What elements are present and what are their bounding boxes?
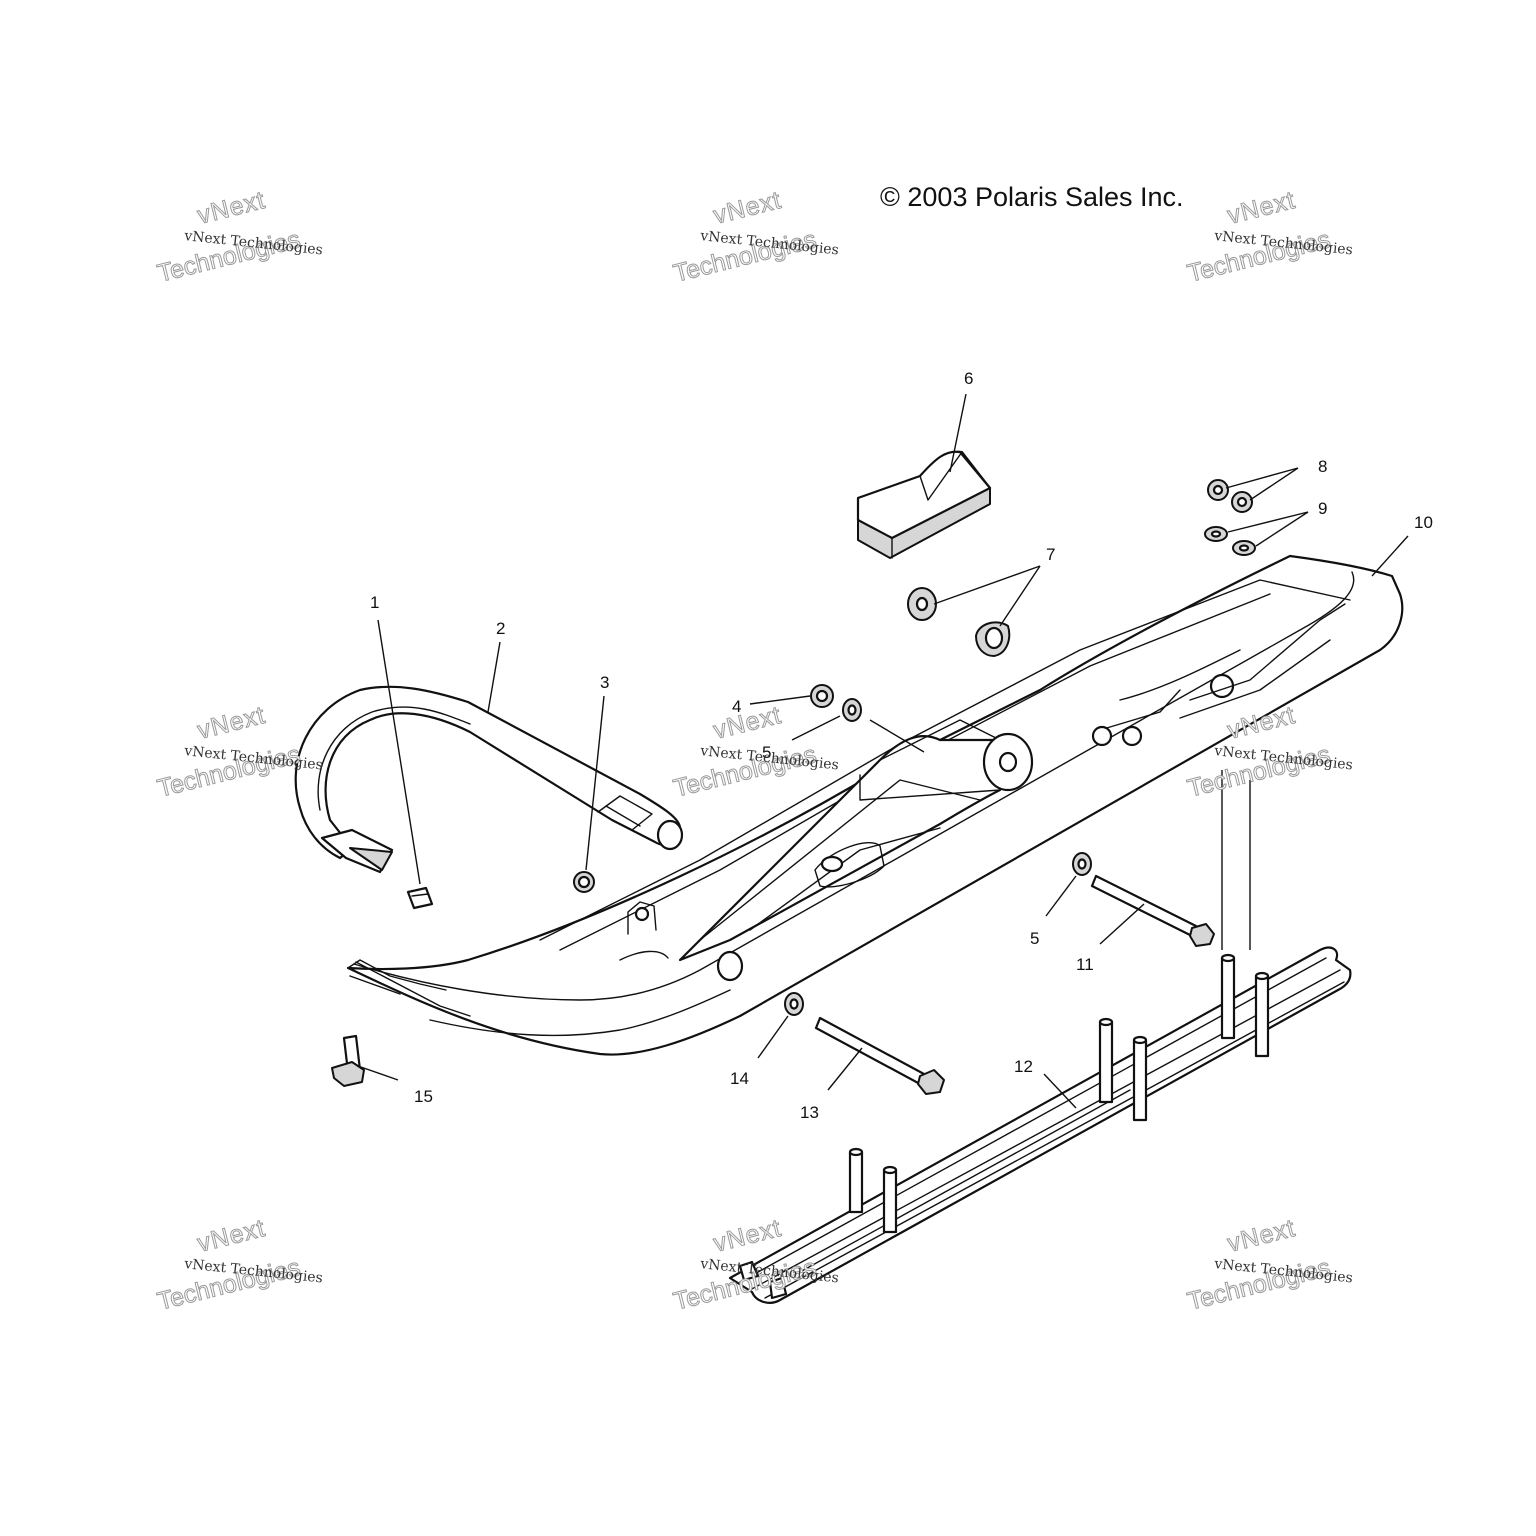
ski-wear-bar bbox=[728, 770, 1352, 1304]
front-bolt bbox=[814, 1016, 945, 1095]
flange-bolt bbox=[331, 1034, 365, 1087]
svg-text:vNext: vNext bbox=[711, 186, 785, 230]
ski-loop-nut bbox=[573, 871, 595, 893]
svg-text:vNext: vNext bbox=[1225, 186, 1299, 230]
spindle-bolt bbox=[1090, 874, 1215, 947]
svg-text:vNext: vNext bbox=[711, 1214, 785, 1258]
svg-text:vNext: vNext bbox=[1225, 1214, 1299, 1258]
callout-15: 15 bbox=[414, 1087, 433, 1106]
callout-14: 14 bbox=[730, 1069, 749, 1088]
ski-loop-clip bbox=[406, 886, 434, 910]
callout-6: 6 bbox=[964, 369, 973, 388]
copyright-text: © 2003 Polaris Sales Inc. bbox=[880, 182, 1184, 212]
svg-text:vNext: vNext bbox=[711, 701, 785, 745]
rear-washers bbox=[1204, 526, 1256, 556]
callout-5-upper: 5 bbox=[762, 743, 771, 762]
leader-lines bbox=[357, 393, 1409, 1109]
callout-5-lower: 5 bbox=[1030, 929, 1039, 948]
callout-12: 12 bbox=[1014, 1057, 1033, 1076]
ski-loop-handle bbox=[294, 685, 684, 874]
spindle-nut bbox=[810, 684, 834, 708]
spindle-washer-upper bbox=[842, 698, 862, 722]
front-washer bbox=[784, 992, 804, 1016]
callout-13: 13 bbox=[800, 1103, 819, 1122]
callout-11: 11 bbox=[1076, 955, 1094, 974]
callout-4: 4 bbox=[732, 697, 741, 716]
spindle-washer-lower bbox=[1072, 852, 1092, 876]
callout-numbers: 1 2 3 4 5 5 6 7 8 9 10 11 12 13 14 15 bbox=[370, 369, 1433, 1122]
spindle-bushings bbox=[907, 587, 1011, 657]
saddle-bumper bbox=[856, 450, 992, 559]
callout-7: 7 bbox=[1046, 545, 1055, 564]
callout-3: 3 bbox=[600, 673, 609, 692]
callout-2: 2 bbox=[496, 619, 505, 638]
callout-1: 1 bbox=[370, 593, 379, 612]
ski-body bbox=[346, 554, 1404, 1056]
rear-nuts bbox=[1207, 479, 1253, 513]
callout-10: 10 bbox=[1414, 513, 1433, 532]
svg-text:vNext: vNext bbox=[195, 1214, 269, 1258]
callout-8: 8 bbox=[1318, 457, 1327, 476]
callout-9: 9 bbox=[1318, 499, 1327, 518]
svg-text:vNext: vNext bbox=[195, 701, 269, 745]
svg-text:vNext: vNext bbox=[195, 186, 269, 230]
